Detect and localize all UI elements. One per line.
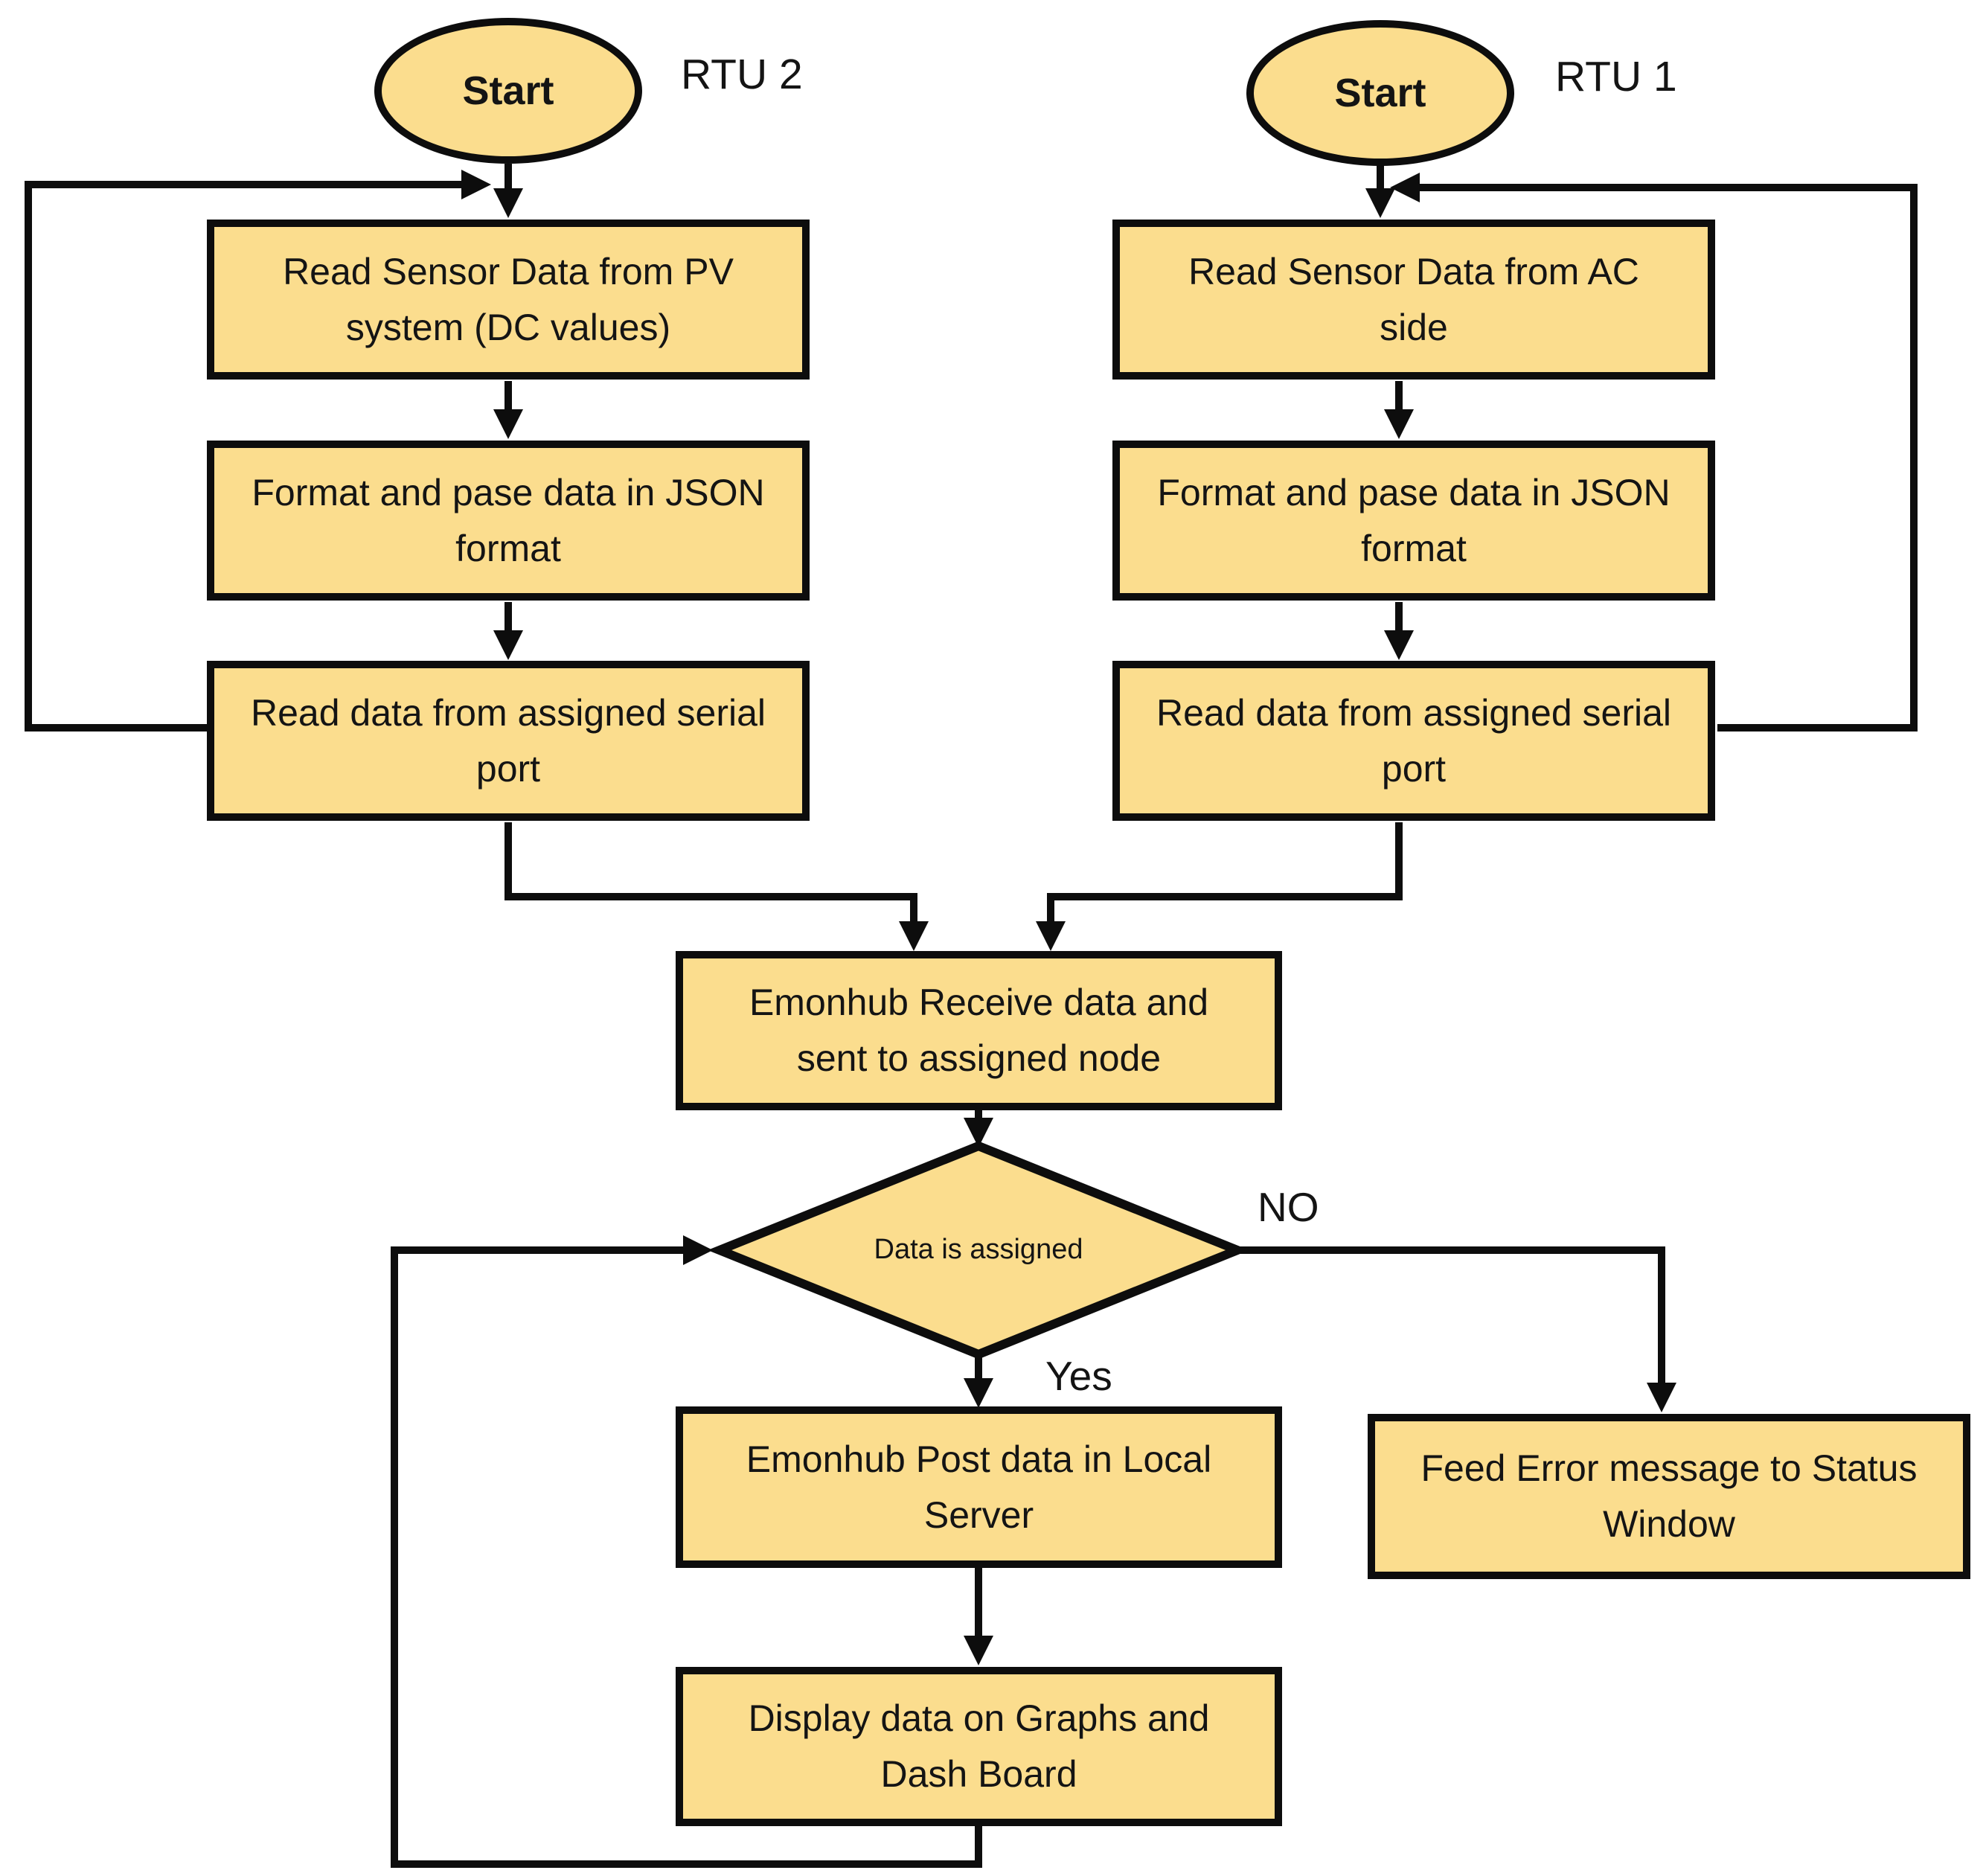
process-format-json-rtu2: Format and pase data in JSON format	[207, 441, 810, 601]
connector-rtu1-loopback	[1390, 173, 1918, 731]
connector-rtu2-serial-to-merge	[504, 822, 929, 951]
connector-rtu2-loopback	[25, 170, 491, 731]
process-feed-error: Feed Error message to Status Window	[1368, 1414, 1970, 1579]
process-read-serial-rtu1: Read data from assigned serial port	[1112, 661, 1715, 821]
yes-branch-label: Yes	[1045, 1353, 1112, 1399]
process-read-pv-data: Read Sensor Data from PV system (DC valu…	[207, 220, 810, 380]
start-node-rtu2: Start	[374, 18, 642, 164]
rtu2-label: RTU 2	[681, 51, 803, 98]
process-emonhub-receive: Emonhub Receive data and sent to assigne…	[676, 951, 1282, 1110]
start-node-rtu1: Start	[1246, 20, 1514, 166]
process-read-ac-data: Read Sensor Data from AC side	[1112, 220, 1715, 380]
process-emonhub-post: Emonhub Post data in Local Server	[676, 1406, 1282, 1568]
connector-decision-no	[1237, 1246, 1676, 1412]
process-format-json-rtu1: Format and pase data in JSON format	[1112, 441, 1715, 601]
decision-diamond-shape	[707, 1141, 1250, 1360]
connector-rtu1-serial-to-merge	[1036, 822, 1403, 951]
process-display-dashboard: Display data on Graphs and Dash Board	[676, 1667, 1282, 1826]
rtu1-label: RTU 1	[1555, 53, 1677, 100]
process-read-serial-rtu2: Read data from assigned serial port	[207, 661, 810, 821]
connector-display-loopback-to-decision	[391, 1235, 982, 1868]
decision-label: Data is assigned	[874, 1234, 1083, 1266]
no-branch-label: NO	[1258, 1184, 1319, 1230]
